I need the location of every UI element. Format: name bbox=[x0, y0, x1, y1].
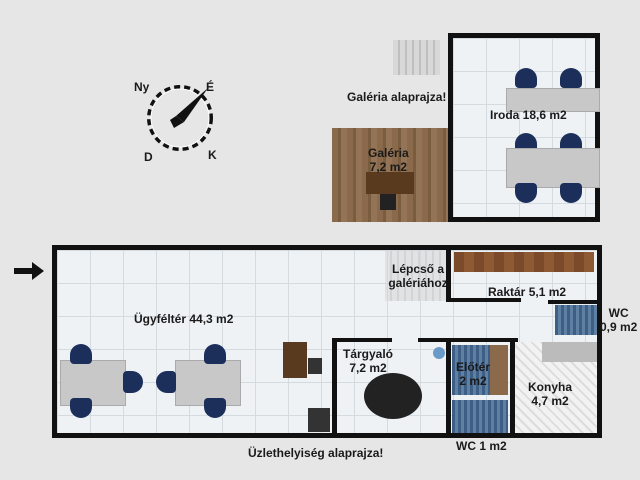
ground-plan-title: Üzlethelyiség alaprajza! bbox=[248, 446, 384, 460]
targyalo-area: 7,2 m2 bbox=[349, 361, 387, 375]
gallery-plan-title: Galéria alaprajza! bbox=[347, 90, 447, 104]
compass-east: K bbox=[208, 148, 217, 162]
chair bbox=[380, 194, 396, 210]
konyha-area: 4,7 m2 bbox=[531, 394, 569, 408]
plant bbox=[433, 347, 445, 359]
wc-room bbox=[452, 400, 508, 433]
raktar-label: Raktár 5,1 m2 bbox=[488, 285, 567, 299]
compass-north: É bbox=[206, 80, 215, 94]
wc-small-room bbox=[555, 305, 597, 335]
chair bbox=[560, 68, 582, 88]
desk bbox=[506, 88, 600, 112]
eloter-area: 2 m2 bbox=[459, 374, 487, 388]
lepcso-label: Lépcső a galériához bbox=[388, 262, 448, 290]
wc-label: WC 1 m2 bbox=[456, 439, 507, 453]
chair bbox=[204, 344, 226, 364]
desk bbox=[366, 172, 414, 194]
compass: Ny É D K bbox=[134, 78, 230, 168]
entrance-arrow-icon bbox=[14, 262, 44, 280]
raktar-shelf bbox=[454, 252, 594, 272]
galeria-room bbox=[332, 128, 450, 222]
chair bbox=[515, 68, 537, 88]
chair bbox=[70, 344, 92, 364]
eloter-room bbox=[452, 345, 490, 395]
targyalo-name: Tárgyaló bbox=[343, 347, 394, 361]
lepcso-stairs bbox=[385, 251, 447, 301]
compass-south: D bbox=[144, 150, 153, 164]
eloter-name: Előtér bbox=[456, 360, 491, 374]
iroda-label: Iroda 18,6 m2 bbox=[490, 108, 567, 122]
wc-small-area: 0,9 m2 bbox=[600, 320, 638, 334]
compass-icon bbox=[147, 85, 213, 151]
gallery-stairs bbox=[393, 40, 440, 75]
galeria-name: Galéria bbox=[368, 146, 409, 160]
chair bbox=[560, 183, 582, 203]
compass-west: Ny bbox=[134, 80, 150, 94]
galeria-area: 7,2 m2 bbox=[369, 160, 408, 174]
chair bbox=[515, 183, 537, 203]
konyha-name: Konyha bbox=[528, 380, 573, 394]
ugyfelter-label: Ügyféltér 44,3 m2 bbox=[134, 312, 234, 326]
desk bbox=[283, 342, 307, 378]
desk bbox=[506, 148, 600, 188]
printer bbox=[308, 408, 330, 432]
wc-small-name: WC bbox=[608, 306, 629, 320]
chair bbox=[308, 358, 322, 374]
iroda-room bbox=[448, 33, 600, 222]
chair bbox=[156, 371, 176, 393]
meeting-table bbox=[364, 373, 422, 419]
